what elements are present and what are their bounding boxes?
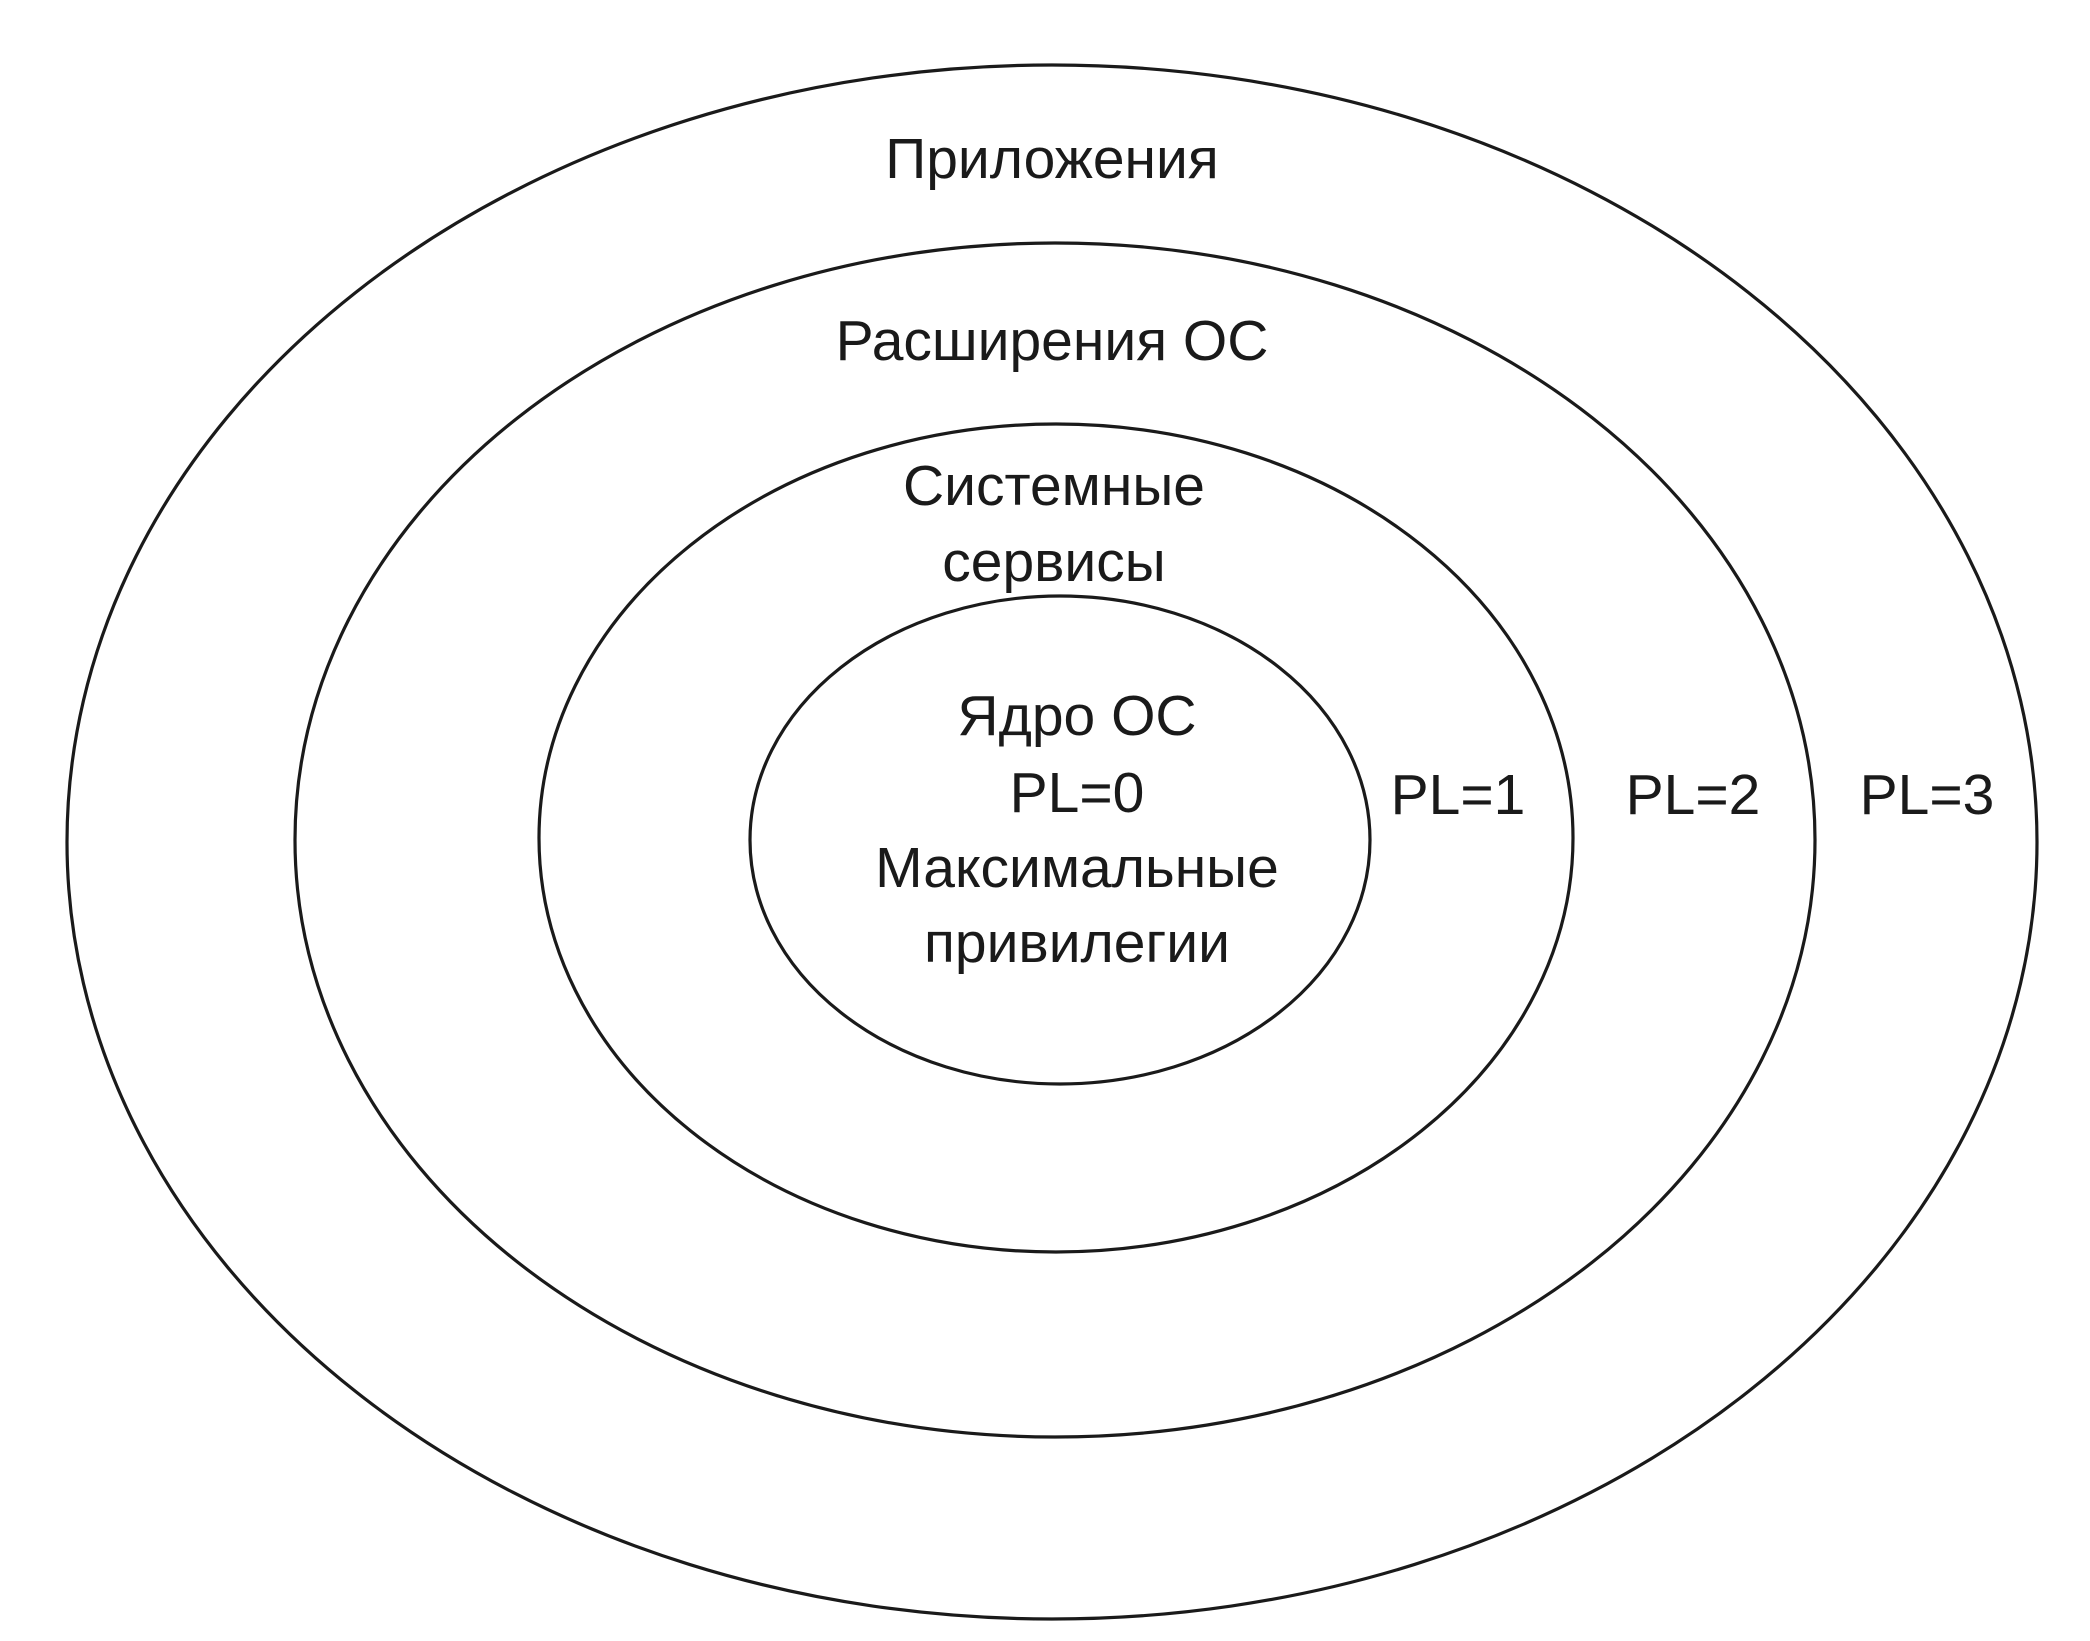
ring-applications [65,63,2039,1621]
label-kernel-line3: Максимальные [875,836,1279,900]
label-os-extensions: Расширения ОС [836,309,1269,373]
label-system-services-line1: Системные [903,454,1205,518]
label-kernel-line4: привилегии [924,911,1230,975]
label-kernel-line2: PL=0 [1010,761,1145,825]
ring-kernel [748,594,1372,1086]
ring-system-services [537,422,1575,1254]
label-system-services-line2: сервисы [942,530,1166,594]
label-pl1: PL=1 [1391,763,1526,827]
label-applications: Приложения [885,127,1218,191]
ring-os-extensions [293,241,1817,1439]
label-kernel-line1: Ядро ОС [957,684,1196,748]
label-pl2: PL=2 [1626,763,1761,827]
label-pl3: PL=3 [1860,763,1995,827]
